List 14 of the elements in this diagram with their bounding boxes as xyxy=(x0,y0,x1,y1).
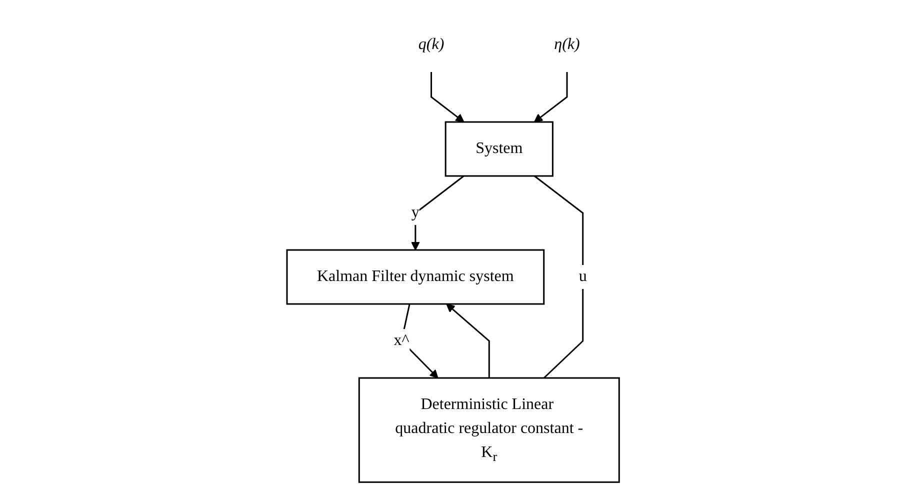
node-text: q(k) xyxy=(418,36,445,54)
edge-label: y xyxy=(412,204,420,222)
node-text: η(k) xyxy=(554,36,580,54)
node-box: System xyxy=(445,122,554,178)
arrow xyxy=(411,176,465,251)
connector xyxy=(534,176,584,379)
edge-label: u xyxy=(579,268,588,286)
arrow xyxy=(534,72,568,123)
arrow xyxy=(430,72,465,123)
node-box: Deterministic Linear quadratic regulator constant -K$_{r}$ xyxy=(358,378,620,484)
arrow xyxy=(446,304,490,378)
node-box: Kalman Filter dynamic system xyxy=(286,250,546,306)
edge-label: x^ xyxy=(394,332,410,350)
arrow xyxy=(401,304,439,379)
